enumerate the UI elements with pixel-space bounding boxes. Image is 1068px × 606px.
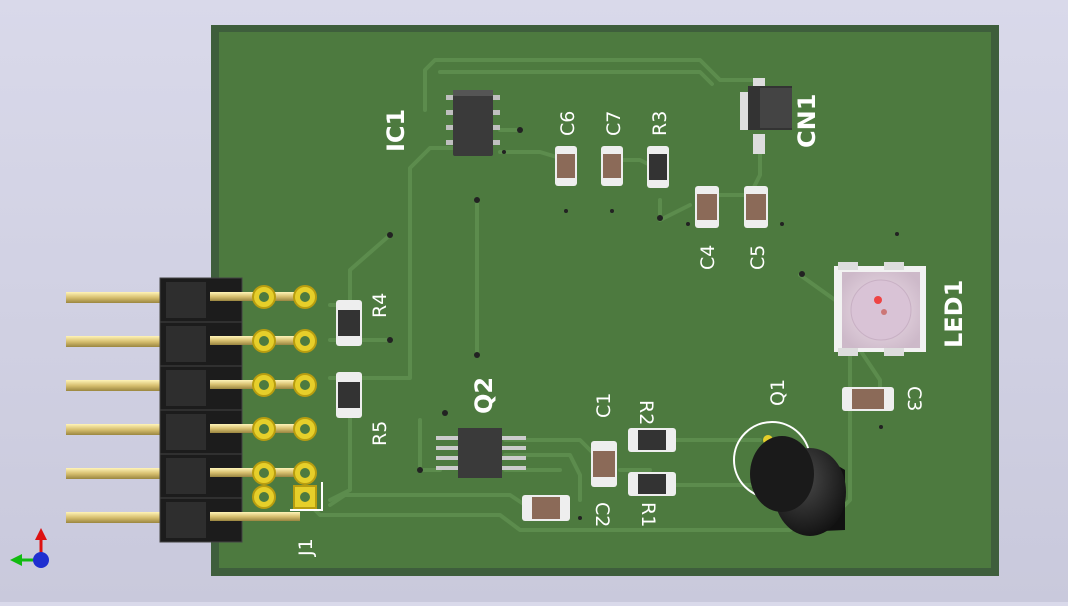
r1-resistor[interactable] [628, 472, 676, 496]
r2-resistor[interactable] [628, 428, 676, 452]
ic1-chip[interactable] [446, 90, 500, 156]
c1-capacitor[interactable] [591, 441, 617, 487]
vias [387, 127, 899, 520]
label-c3: C3 [903, 386, 925, 411]
q1-transistor[interactable] [733, 421, 846, 536]
c7-capacitor[interactable] [601, 146, 623, 186]
led1-component[interactable] [834, 262, 926, 356]
label-r4: R4 [369, 293, 391, 318]
label-j1: J1 [295, 538, 317, 557]
r5-resistor[interactable] [336, 372, 362, 418]
j1-pin-header[interactable] [66, 277, 323, 543]
label-c1: C1 [593, 393, 615, 418]
r4-resistor[interactable] [336, 300, 362, 346]
c3-capacitor[interactable] [842, 387, 894, 411]
c4-capacitor[interactable] [695, 186, 719, 228]
c2-capacitor[interactable] [522, 495, 570, 521]
label-ic1: IC1 [382, 109, 410, 152]
label-q1: Q1 [767, 379, 789, 406]
label-c7: C7 [603, 111, 625, 136]
label-c4: C4 [697, 245, 719, 270]
xyz-axes-icon [10, 528, 49, 568]
label-c5: C5 [747, 245, 769, 270]
q2-chip[interactable] [436, 428, 526, 478]
label-r1: R1 [637, 502, 659, 527]
cn1-component[interactable] [740, 78, 792, 154]
label-r2: R2 [635, 400, 657, 425]
c5-capacitor[interactable] [744, 186, 768, 228]
label-led1: LED1 [940, 280, 968, 348]
label-r3: R3 [649, 111, 671, 136]
label-c2: C2 [591, 502, 613, 527]
c6-capacitor[interactable] [555, 146, 577, 186]
label-q2: Q2 [470, 377, 498, 414]
label-cn1: CN1 [793, 94, 821, 148]
label-c6: C6 [557, 111, 579, 136]
label-r5: R5 [369, 421, 391, 446]
r3-resistor[interactable] [647, 146, 669, 188]
